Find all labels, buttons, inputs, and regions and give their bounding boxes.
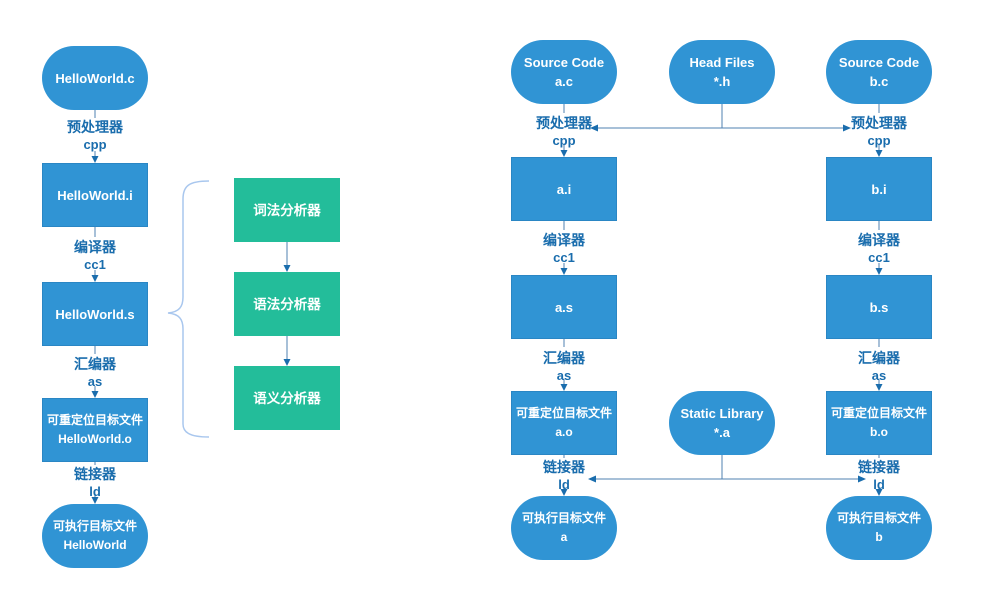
node-helloworld-s: HelloWorld.s	[42, 282, 148, 346]
node-helloworld-o: 可重定位目标文件 HelloWorld.o	[42, 398, 148, 462]
node-label: HelloWorld.c	[55, 70, 135, 86]
step-label-linker-b: 链接器 ld	[829, 459, 929, 493]
node-label: 词法分析器	[253, 202, 321, 218]
node-semantic-analyzer: 语义分析器	[234, 366, 340, 430]
arrow-headfiles-to-preprocessors	[590, 103, 851, 132]
step-label-compiler-left: 编译器 cc1	[45, 239, 145, 273]
step-name: 汇编器	[543, 350, 585, 366]
node-label: 可执行目标文件	[52, 519, 137, 533]
node-label: 可执行目标文件	[836, 511, 921, 525]
node-sublabel: a.o	[555, 425, 573, 439]
node-label: Source Code	[523, 55, 605, 70]
node-lexical-analyzer: 词法分析器	[234, 178, 340, 242]
node-static-library: Static Library *.a	[669, 391, 775, 455]
step-name: 编译器	[543, 232, 585, 248]
step-tool: ld	[89, 484, 101, 499]
step-label-assembler-b: 汇编器 as	[829, 350, 929, 384]
node-label: HelloWorld.i	[57, 187, 133, 203]
step-tool: as	[87, 374, 103, 389]
node-label: a.i	[556, 181, 572, 197]
node-sublabel: HelloWorld	[63, 538, 127, 552]
node-label: Static Library	[680, 406, 764, 421]
node-label: 语义分析器	[253, 390, 321, 406]
step-tool: as	[556, 368, 572, 383]
node-helloworld-c: HelloWorld.c	[42, 46, 148, 110]
node-head-files: Head Files *.h	[669, 40, 775, 104]
node-sublabel: a	[560, 530, 568, 544]
node-label: 可重定位目标文件	[515, 406, 612, 420]
step-tool: ld	[558, 477, 570, 492]
node-label: 可重定位目标文件	[46, 413, 143, 427]
arrow-lexical-to-syntax	[283, 242, 291, 272]
node-helloworld-i: HelloWorld.i	[42, 163, 148, 227]
node-label: 可重定位目标文件	[830, 406, 927, 420]
node-a-i: a.i	[511, 157, 617, 221]
node-a-exe: 可执行目标文件 a	[511, 496, 617, 560]
step-name: 编译器	[74, 239, 116, 255]
step-label-preprocessor-left: 预处理器 cpp	[45, 119, 145, 153]
step-tool: cc1	[84, 257, 106, 272]
node-label: b.i	[871, 181, 887, 197]
node-a-o: 可重定位目标文件 a.o	[511, 391, 617, 455]
node-label: HelloWorld.s	[55, 306, 135, 322]
step-tool: as	[871, 368, 887, 383]
arrow-syntax-to-semantic	[283, 336, 291, 366]
step-name: 编译器	[858, 232, 900, 248]
step-name: 链接器	[74, 466, 116, 482]
step-label-compiler-b: 编译器 cc1	[829, 232, 929, 266]
step-tool: cpp	[867, 133, 891, 148]
step-label-assembler-a: 汇编器 as	[514, 350, 614, 384]
node-label: b.s	[869, 299, 889, 315]
node-b-exe: 可执行目标文件 b	[826, 496, 932, 560]
node-label: 语法分析器	[253, 296, 321, 312]
step-name: 链接器	[543, 459, 585, 475]
step-name: 汇编器	[858, 350, 900, 366]
node-label: Head Files	[689, 55, 755, 70]
step-tool: ld	[873, 477, 885, 492]
node-sublabel: a.c	[554, 74, 574, 89]
node-sublabel: HelloWorld.o	[58, 432, 132, 446]
step-name: 预处理器	[67, 119, 123, 135]
step-label-preprocessor-a: 预处理器 cpp	[514, 115, 614, 149]
step-name: 汇编器	[74, 356, 116, 372]
step-name: 预处理器	[536, 115, 592, 131]
step-label-linker-left: 链接器 ld	[45, 466, 145, 500]
step-label-linker-a: 链接器 ld	[514, 459, 614, 493]
step-tool: cc1	[553, 250, 575, 265]
node-helloworld-exe: 可执行目标文件 HelloWorld	[42, 504, 148, 568]
arrow-library-to-linkers	[588, 455, 866, 483]
step-tool: cpp	[552, 133, 576, 148]
node-source-a: Source Code a.c	[511, 40, 617, 104]
node-b-s: b.s	[826, 275, 932, 339]
step-label-assembler-left: 汇编器 as	[45, 356, 145, 390]
node-a-s: a.s	[511, 275, 617, 339]
step-tool: cpp	[83, 137, 107, 152]
node-label: 可执行目标文件	[521, 511, 606, 525]
node-source-b: Source Code b.c	[826, 40, 932, 104]
brace	[167, 180, 210, 438]
step-name: 预处理器	[851, 115, 907, 131]
node-sublabel: b	[875, 530, 883, 544]
node-syntax-analyzer: 语法分析器	[234, 272, 340, 336]
step-name: 链接器	[858, 459, 900, 475]
step-label-compiler-a: 编译器 cc1	[514, 232, 614, 266]
node-b-i: b.i	[826, 157, 932, 221]
node-sublabel: *.a	[714, 425, 730, 440]
node-label: Source Code	[838, 55, 920, 70]
node-label: a.s	[554, 299, 574, 315]
node-sublabel: b.c	[869, 74, 889, 89]
node-sublabel: b.o	[870, 425, 888, 439]
node-sublabel: *.h	[713, 74, 731, 89]
node-b-o: 可重定位目标文件 b.o	[826, 391, 932, 455]
step-label-preprocessor-b: 预处理器 cpp	[829, 115, 929, 149]
step-tool: cc1	[868, 250, 890, 265]
